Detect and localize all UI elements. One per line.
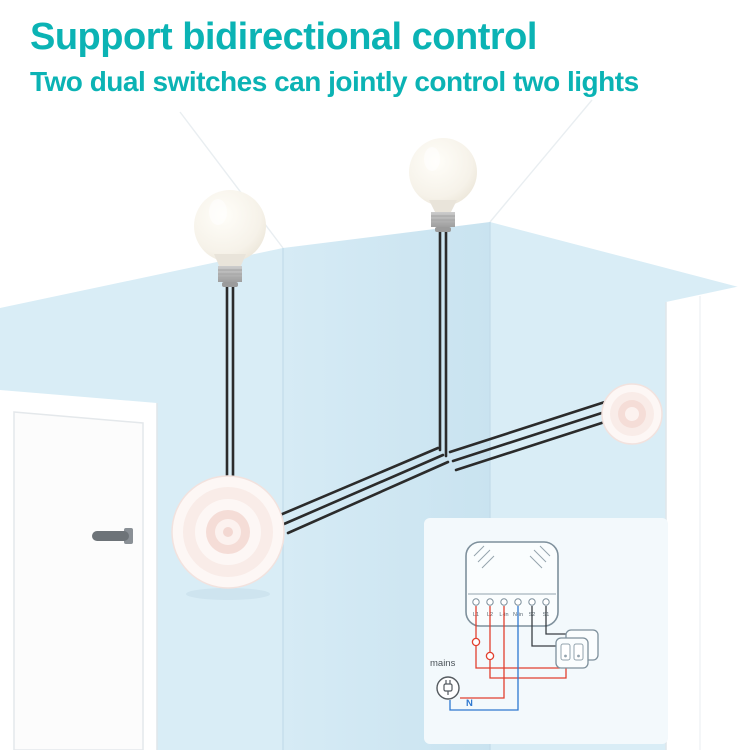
rocker-switch (555, 629, 599, 669)
wire-right-bundle-1 (448, 399, 610, 454)
schematic-wires (449, 606, 567, 711)
rocker-key-2 (573, 643, 584, 661)
light-bulb-right (409, 138, 477, 232)
wall-switch-right (601, 383, 663, 445)
rocker-dot (577, 654, 580, 658)
door-handle (92, 531, 129, 541)
left-door (0, 390, 158, 750)
rocker-key-1 (560, 643, 571, 661)
terminal-hole (542, 598, 550, 606)
wire-l1-run (475, 646, 560, 669)
wire-s1 (545, 606, 566, 635)
smart-switch-module: L1 L2 L-in N-in S2 S1 (465, 541, 559, 627)
wire-right-bundle-2 (451, 408, 613, 463)
bulb-contact (435, 227, 451, 232)
terminal-hole (500, 598, 508, 606)
wall-switch-left (171, 475, 285, 600)
switch-center-dot (223, 527, 233, 537)
bulb-highlight (424, 147, 440, 171)
switch-center-dot (625, 407, 639, 421)
terminal-hole (486, 598, 494, 606)
bulb-globe (409, 138, 477, 206)
wiring-diagram: L1 L2 L-in N-in S2 S1 (424, 518, 668, 744)
wire-s2 (531, 606, 558, 647)
wire-neutral-in (449, 606, 519, 711)
terminal-hole (472, 598, 480, 606)
lamp-wires (225, 230, 616, 535)
bulb-neck (214, 254, 246, 268)
right-door-frame (665, 284, 750, 750)
switch-shadow (186, 588, 270, 600)
wire-right-bundle-3 (454, 417, 616, 472)
light-bulb-left (194, 190, 266, 287)
rocker-dot (564, 654, 567, 658)
right-frame-face (666, 284, 750, 750)
page-subtitle: Two dual switches can jointly control tw… (30, 66, 639, 97)
wire-left-bundle-3 (286, 460, 450, 535)
wire-live-in (460, 606, 505, 699)
neutral-label: N (466, 698, 473, 709)
wire-l2-run (489, 660, 567, 679)
door-leaf (13, 411, 144, 750)
bulb-contact (222, 282, 238, 287)
ceiling-fold-right (489, 99, 593, 223)
wire-connector (485, 651, 495, 661)
bulb-neck (429, 200, 457, 212)
wire-connector (471, 637, 481, 647)
bulb-highlight (209, 199, 227, 225)
terminal-hole (528, 598, 536, 606)
wire-left-bundle-1 (278, 446, 440, 517)
wire-left-bundle-2 (282, 453, 445, 526)
mains-label: mains (430, 658, 456, 669)
mains-supply: mains N (430, 658, 473, 709)
module-vents (473, 545, 551, 569)
page-title: Support bidirectional control (30, 16, 537, 58)
bulb-globe (194, 190, 266, 262)
terminal-hole (514, 598, 522, 606)
plug-icon (436, 676, 460, 700)
